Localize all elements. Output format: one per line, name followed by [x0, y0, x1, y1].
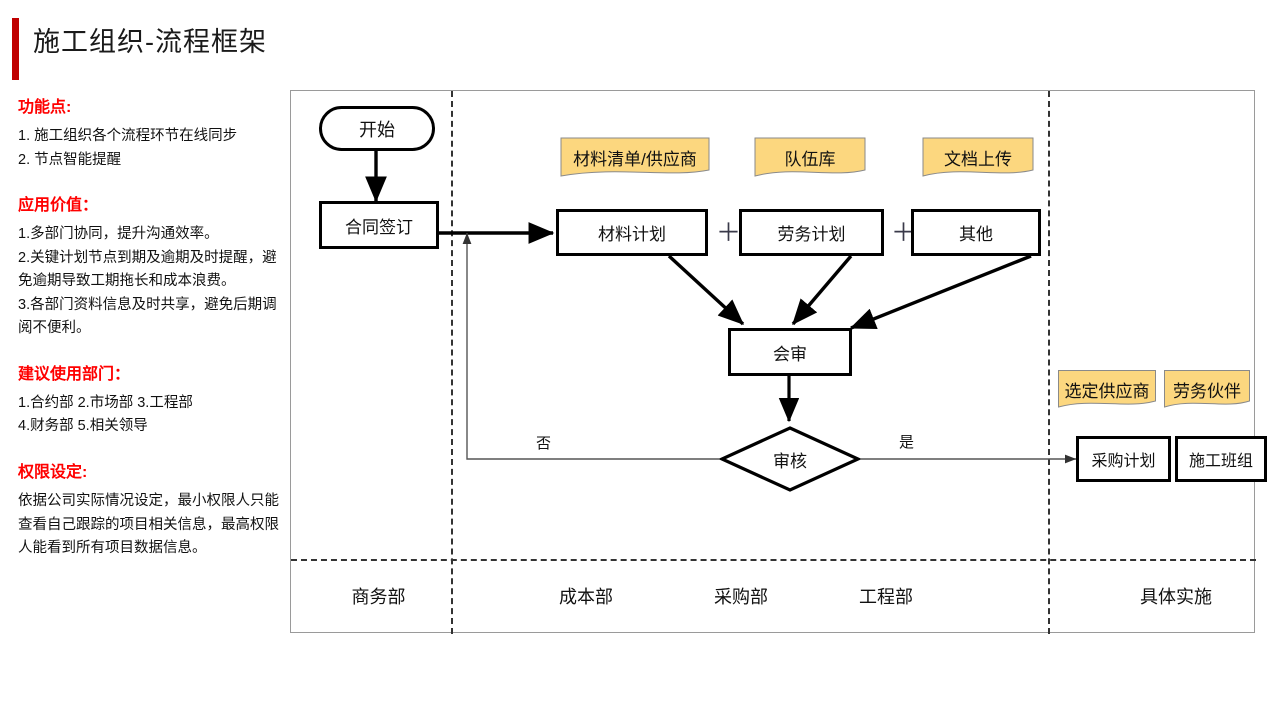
edge-label-yes: 是	[899, 434, 915, 451]
note-section-departments: 建议使用部门： 1.合约部 2.市场部 3.工程部 4.财务部 5.相关领导	[18, 363, 280, 439]
title-accent-bar	[12, 18, 19, 80]
note-section-features: 功能点: 1. 施工组织各个流程环节在线同步 2. 节点智能提醒	[18, 96, 280, 172]
note-line: 2.关键计划节点到期及逾期及时提醒，避免逾期导致工期拖长和成本浪费。	[18, 249, 277, 290]
flow-node-start[interactable]: 开始	[319, 106, 435, 151]
note-heading: 功能点:	[18, 99, 72, 116]
note-line: 4.财务部 5.相关领导	[18, 418, 148, 435]
sticky-note-label: 选定供应商	[1064, 382, 1150, 401]
lane-label-purchase: 采购部	[714, 587, 768, 607]
lane-label-cost: 成本部	[559, 587, 613, 607]
note-line: 2. 节点智能提醒	[18, 151, 122, 168]
flow-node-audit-decision[interactable]: 审核	[719, 425, 861, 493]
flowchart-panel: 材料清单/供应商 队伍库 文档上传 选定供应商 劳务伙伴	[290, 90, 1267, 634]
note-line: 3.各部门资料信息及时共享，避免后期调阅不便利。	[18, 296, 277, 337]
flow-node-purchase-plan[interactable]: 采购计划	[1076, 436, 1171, 482]
note-line: 1.多部门协同，提升沟通效率。	[18, 226, 219, 243]
edge-label-no: 否	[536, 435, 552, 452]
lane-divider-1	[451, 91, 453, 634]
note-section-value: 应用价值： 1.多部门协同，提升沟通效率。 2.关键计划节点到期及逾期及时提醒，…	[18, 194, 280, 341]
lane-label-engineering: 工程部	[859, 587, 913, 607]
flow-node-other-plan[interactable]: 其他	[911, 209, 1041, 256]
lane-label-business: 商务部	[351, 587, 406, 607]
flow-node-labor-plan[interactable]: 劳务计划	[739, 209, 884, 256]
flow-node-contract-signing[interactable]: 合同签订	[319, 201, 439, 249]
sticky-note-team-pool[interactable]: 队伍库	[753, 136, 867, 180]
sticky-note-label: 文档上传	[944, 150, 1012, 169]
sticky-note-selected-supplier[interactable]: 选定供应商	[1057, 369, 1157, 411]
note-line: 1. 施工组织各个流程环节在线同步	[18, 128, 238, 145]
note-heading: 权限设定:	[18, 463, 88, 481]
flow-node-audit-label: 审核	[773, 451, 807, 471]
sticky-note-label: 劳务伙伴	[1173, 382, 1241, 401]
sticky-note-material-list[interactable]: 材料清单/供应商	[559, 136, 711, 180]
note-heading: 建议使用部门：	[18, 365, 131, 383]
flow-node-joint-review[interactable]: 会审	[728, 328, 852, 376]
note-heading: 应用价值：	[18, 197, 99, 215]
operator-plus-1: ＋	[716, 219, 742, 247]
lane-label-implementation: 具体实施	[1140, 587, 1212, 607]
note-section-permissions: 权限设定: 依据公司实际情况设定，最小权限人只能查看自己跟踪的项目相关信息，最高…	[18, 461, 280, 561]
sticky-note-label: 材料清单/供应商	[573, 150, 697, 169]
sticky-note-doc-upload[interactable]: 文档上传	[921, 136, 1035, 180]
sidebar-notes: 功能点: 1. 施工组织各个流程环节在线同步 2. 节点智能提醒 应用价值： 1…	[18, 96, 280, 583]
sticky-note-labor-partner[interactable]: 劳务伙伴	[1163, 369, 1251, 411]
lane-divider-2	[1048, 91, 1050, 634]
note-line: 1.合约部 2.市场部 3.工程部	[18, 394, 193, 411]
flow-node-work-team[interactable]: 施工班组	[1175, 436, 1267, 482]
page-title: 施工组织-流程框架	[33, 27, 267, 57]
sticky-note-label: 队伍库	[784, 150, 836, 169]
flow-node-material-plan[interactable]: 材料计划	[556, 209, 708, 256]
lane-divider-bottom	[291, 559, 1256, 561]
note-line: 依据公司实际情况设定，最小权限人只能查看自己跟踪的项目相关信息，最高权限人能看到…	[18, 493, 279, 557]
